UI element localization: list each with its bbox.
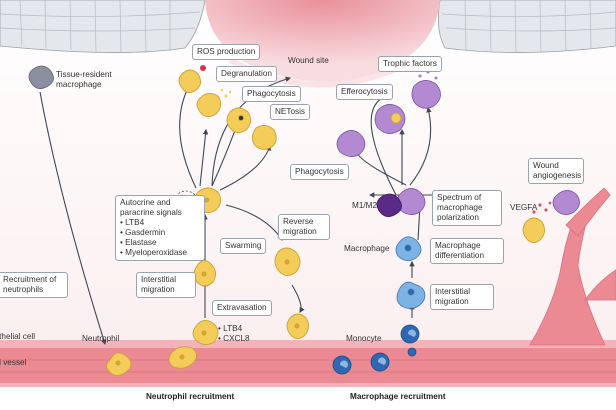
neutrophil-cell bbox=[274, 247, 301, 276]
autocrine-item: LTB4 bbox=[120, 218, 200, 228]
interstitial-migration-neutrophil-box: Interstitial migration bbox=[136, 272, 196, 298]
degranulation-box: Degranulation bbox=[216, 66, 277, 82]
autocrine-item: Myeloperoxidase bbox=[120, 248, 200, 258]
wound-site-label: Wound site bbox=[288, 56, 329, 65]
autocrine-item: Gasdermin bbox=[120, 228, 200, 238]
macrophage-cell bbox=[376, 193, 402, 217]
extravasation-list: LTB4 CXCL8 bbox=[218, 324, 250, 344]
vegfa-label: VEGFA bbox=[510, 203, 538, 212]
granules bbox=[220, 88, 232, 98]
monocyte-label: Monocyte bbox=[346, 334, 382, 343]
recruitment-of-neutrophils-box: Recruitment of neutrophils bbox=[0, 272, 68, 298]
spectrum-polarization-box: Spectrum of macrophage polarization bbox=[432, 190, 502, 226]
autocrine-title: Autocrine and paracrine signals bbox=[120, 198, 182, 217]
netosis-box: NETosis bbox=[270, 104, 311, 120]
wound-angiogenesis-box: Wound angiogenesis bbox=[528, 158, 584, 184]
neutrophil-recruitment-caption: Neutrophil recruitment bbox=[146, 392, 235, 401]
macrophage-cell bbox=[336, 130, 366, 157]
blood-vessel-text: Blood vessel bbox=[0, 358, 27, 367]
epidermis-left bbox=[0, 0, 206, 54]
blood-vessel bbox=[0, 340, 616, 387]
macrophage-label: Macrophage bbox=[344, 244, 390, 253]
vegfa-particles bbox=[532, 201, 552, 214]
endothelial-cell-text: Endothelial cell bbox=[0, 332, 36, 341]
macrophage-differentiation-box: Macrophage differentiation bbox=[430, 238, 504, 264]
macrophage-cell bbox=[395, 236, 422, 261]
neutrophil-label: Neutrophil bbox=[82, 334, 120, 343]
extravasation-item: CXCL8 bbox=[218, 334, 249, 344]
macrophage-recruitment-caption: Macrophage recruitment bbox=[350, 392, 446, 401]
neutrophil-cell bbox=[168, 346, 197, 369]
monocyte-cell bbox=[332, 355, 352, 375]
endothelial-cell-label: Endothelial cell bbox=[0, 332, 35, 342]
macrophage-cell bbox=[396, 188, 426, 215]
ros-particle bbox=[200, 65, 206, 71]
phagocytosis-macrophage-box: Phagocytosis bbox=[290, 164, 349, 180]
neutrophil-cell bbox=[196, 93, 221, 117]
monocyte-cell bbox=[370, 352, 390, 372]
angiogenic-sprout bbox=[529, 187, 616, 346]
differentiating-macrophages bbox=[395, 236, 426, 309]
m1-m2-label: M1/M2 bbox=[352, 201, 378, 210]
macrophage-cell bbox=[374, 104, 406, 134]
extravasation-box: Extravasation bbox=[212, 300, 272, 316]
phagocytosis-neutrophil-box: Phagocytosis bbox=[242, 86, 301, 102]
epidermis-right bbox=[437, 0, 616, 54]
blood-vessel-label: Blood vessel bbox=[0, 358, 26, 368]
monocyte-cell bbox=[407, 347, 417, 357]
neutrophil-cell bbox=[286, 313, 309, 339]
macrophage-cell bbox=[411, 80, 441, 109]
neutrophil-cell bbox=[522, 217, 545, 243]
neutrophil-cell bbox=[192, 320, 219, 345]
swarming-box: Swarming bbox=[220, 238, 267, 254]
efferocytosis-box: Efferocytosis bbox=[336, 84, 393, 100]
macrophage-cell bbox=[396, 281, 426, 309]
ros-production-box: ROS production bbox=[192, 44, 261, 60]
macrophage-cell bbox=[28, 65, 54, 89]
neutrophil-cell bbox=[178, 69, 201, 93]
monocyte-cell bbox=[400, 324, 420, 344]
neutrophil-cell bbox=[251, 125, 277, 150]
neutrophils bbox=[105, 69, 545, 376]
interstitial-migration-macrophage-box: Interstitial migration bbox=[430, 284, 494, 310]
reverse-migration-box: Reverse migration bbox=[278, 214, 330, 240]
neutrophil-cell bbox=[105, 352, 132, 376]
monocytes bbox=[332, 324, 420, 375]
extravasation-item: LTB4 bbox=[218, 324, 250, 334]
trophic-factors-box: Trophic factors bbox=[378, 56, 442, 72]
macrophage-cell bbox=[552, 190, 580, 215]
autocrine-item: Elastase bbox=[120, 238, 200, 248]
tissue-resident-macrophage-label: Tissue-resident macrophage bbox=[56, 70, 112, 89]
neutrophil-cell bbox=[226, 107, 251, 133]
autocrine-signals-box: Autocrine and paracrine signals LTB4 Gas… bbox=[115, 195, 205, 261]
purple-macrophages bbox=[28, 65, 580, 217]
